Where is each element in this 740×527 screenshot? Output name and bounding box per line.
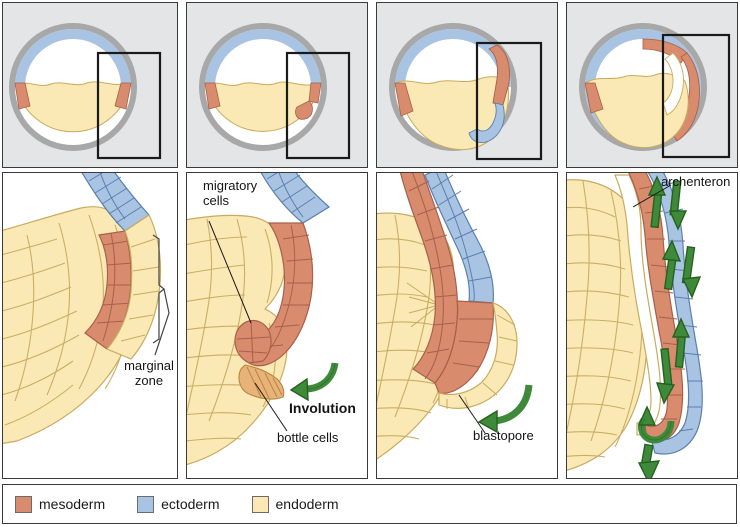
mesoderm-color-swatch (15, 495, 32, 513)
embryo-overview-3 (389, 23, 517, 151)
ectoderm-color-swatch (137, 495, 155, 513)
blastopore-leader (458, 394, 486, 434)
involution-arrow (289, 362, 339, 402)
legend-item-endoderm: endoderm (251, 495, 361, 513)
marginal-zone-bracket (152, 234, 170, 356)
ectoderm-column-2 (260, 173, 331, 224)
inset-rectangle-4 (661, 33, 731, 159)
mesoderm-wedge-left (204, 82, 221, 110)
inset-rectangle-3 (475, 41, 543, 161)
panel-2-detail: migratory cells Involution bottle cells (186, 172, 368, 479)
panel-3-overview (376, 2, 558, 168)
panel-2-overview (186, 2, 368, 168)
mesoderm-wedge-left (14, 82, 31, 110)
ectoderm-column-1 (81, 173, 150, 232)
panel-4-overview (566, 2, 738, 168)
mesoderm-wedge-right (114, 82, 132, 110)
inset-rectangle-1 (96, 51, 162, 160)
bottle-cells-leader (254, 382, 288, 432)
legend-label-mesoderm: mesoderm (39, 496, 106, 512)
mesoderm-column-1 (84, 230, 134, 350)
convergence-arrow-3 (661, 239, 682, 291)
convergence-arrows (637, 175, 702, 478)
legend-label-endoderm: endoderm (275, 496, 339, 512)
archenteron-leader (632, 184, 672, 208)
ectoderm-band (15, 29, 131, 87)
embryo-overview-2 (199, 23, 327, 151)
endoderm-rim-1 (106, 214, 162, 360)
migratory-cells-leader (208, 220, 252, 324)
panel-4-detail: archenteron (566, 172, 738, 479)
mesoderm-band-inner-3 (434, 300, 494, 394)
endoderm-color-swatch (251, 495, 269, 513)
involuting-mesoderm-hook (295, 100, 313, 120)
inset-rectangle-2 (285, 51, 351, 160)
label-leader-lines-2 (208, 220, 288, 432)
blastopore-closing-arrow (637, 405, 675, 444)
convergence-arrow-4 (681, 245, 702, 299)
panel-1-overview (2, 2, 178, 168)
legend: mesoderm ectoderm endoderm (2, 484, 737, 524)
mesoderm-internalized-band (488, 44, 510, 106)
convergence-arrow-6 (655, 347, 676, 405)
convergence-arrow-2 (668, 180, 688, 231)
blastopore-arrow (477, 384, 533, 434)
legend-item-mesoderm: mesoderm (15, 495, 127, 513)
archenteron-cavity (614, 174, 662, 436)
embryo-overview-4 (579, 23, 707, 151)
bottle-cells-group (238, 364, 285, 400)
panel-1-detail: marginal zone (2, 172, 178, 479)
migratory-cells-cluster (234, 319, 272, 364)
convergence-arrow-5 (671, 317, 691, 369)
legend-item-ectoderm: ectoderm (137, 495, 241, 513)
panel-3-detail: blastopore (376, 172, 558, 479)
yolk-plug-arrow (637, 443, 661, 478)
mesoderm-band-outer-3 (399, 173, 459, 384)
embryo-overview-1 (9, 23, 137, 151)
mesoderm-wedge-right (308, 82, 322, 104)
inset-region-1 (98, 53, 160, 158)
legend-label-ectoderm: ectoderm (161, 496, 220, 512)
endoderm-cell-mass-4 (567, 179, 648, 471)
endoderm-rim-3 (438, 302, 518, 410)
